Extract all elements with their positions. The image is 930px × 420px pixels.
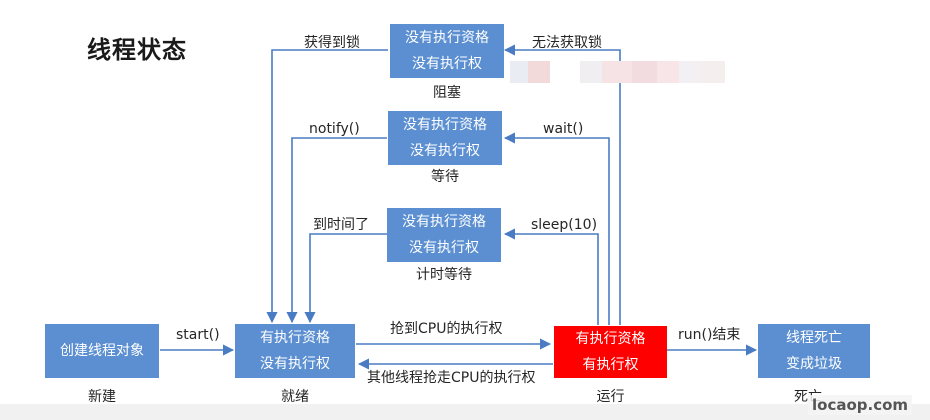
label-notify: notify() xyxy=(309,121,360,137)
state-blocked-caption: 阻塞 xyxy=(433,85,461,101)
state-new-label: 创建线程对象 xyxy=(60,343,144,359)
arrow-got-lock xyxy=(266,49,388,324)
label-no-lock: 无法获取锁 xyxy=(532,35,602,51)
label-start: start() xyxy=(176,327,220,343)
state-timed-line1: 没有执行资格 xyxy=(402,214,486,230)
arrow-time-up xyxy=(304,233,387,324)
state-runnable-caption: 就绪 xyxy=(281,389,309,405)
label-sleep: sleep(10) xyxy=(531,217,598,233)
state-runnable-line2: 没有执行权 xyxy=(260,356,330,372)
watermark: locaop.com xyxy=(808,395,913,415)
state-dead-box: 线程死亡 变成垃圾 xyxy=(758,324,870,378)
label-lose-cpu: 其他线程抢走CPU的执行权 xyxy=(367,370,536,386)
state-blocked-line2: 没有执行权 xyxy=(412,56,482,72)
state-new-caption: 新建 xyxy=(88,389,116,405)
state-new-box: 创建线程对象 xyxy=(45,324,159,378)
redacted-strip xyxy=(510,61,725,83)
label-run-end: run()结束 xyxy=(678,327,741,343)
state-running-line2: 有执行权 xyxy=(582,357,639,373)
state-dead-line2: 变成垃圾 xyxy=(786,356,842,372)
state-timed-waiting-box: 没有执行资格 没有执行权 xyxy=(387,208,501,262)
label-got-lock: 获得到锁 xyxy=(304,35,360,51)
diagram-title: 线程状态 xyxy=(87,36,187,64)
arrow-no-lock xyxy=(503,44,621,325)
state-waiting-line1: 没有执行资格 xyxy=(403,117,487,133)
state-waiting-caption: 等待 xyxy=(431,169,459,185)
arrow-notify xyxy=(286,137,387,324)
bottom-band xyxy=(0,404,930,420)
state-waiting-line2: 没有执行权 xyxy=(410,143,480,159)
state-waiting-box: 没有执行资格 没有执行权 xyxy=(388,111,502,165)
state-runnable-box: 有执行资格 没有执行权 xyxy=(235,324,355,378)
label-grab-cpu: 抢到CPU的执行权 xyxy=(390,321,503,337)
state-blocked-line1: 没有执行资格 xyxy=(405,30,489,46)
label-time-up: 到时间了 xyxy=(313,217,369,233)
state-timed-line2: 没有执行权 xyxy=(409,240,479,256)
arrow-wait xyxy=(503,132,610,325)
state-running-box: 有执行资格 有执行权 xyxy=(554,326,667,378)
state-dead-line1: 线程死亡 xyxy=(786,330,842,346)
state-running-line1: 有执行资格 xyxy=(575,331,646,347)
state-blocked-box: 没有执行资格 没有执行权 xyxy=(390,24,504,78)
state-timed-caption: 计时等待 xyxy=(416,267,472,283)
state-runnable-line1: 有执行资格 xyxy=(260,330,330,346)
state-running-caption: 运行 xyxy=(596,389,625,405)
arrow-sleep xyxy=(503,228,599,325)
label-wait: wait() xyxy=(543,121,584,137)
